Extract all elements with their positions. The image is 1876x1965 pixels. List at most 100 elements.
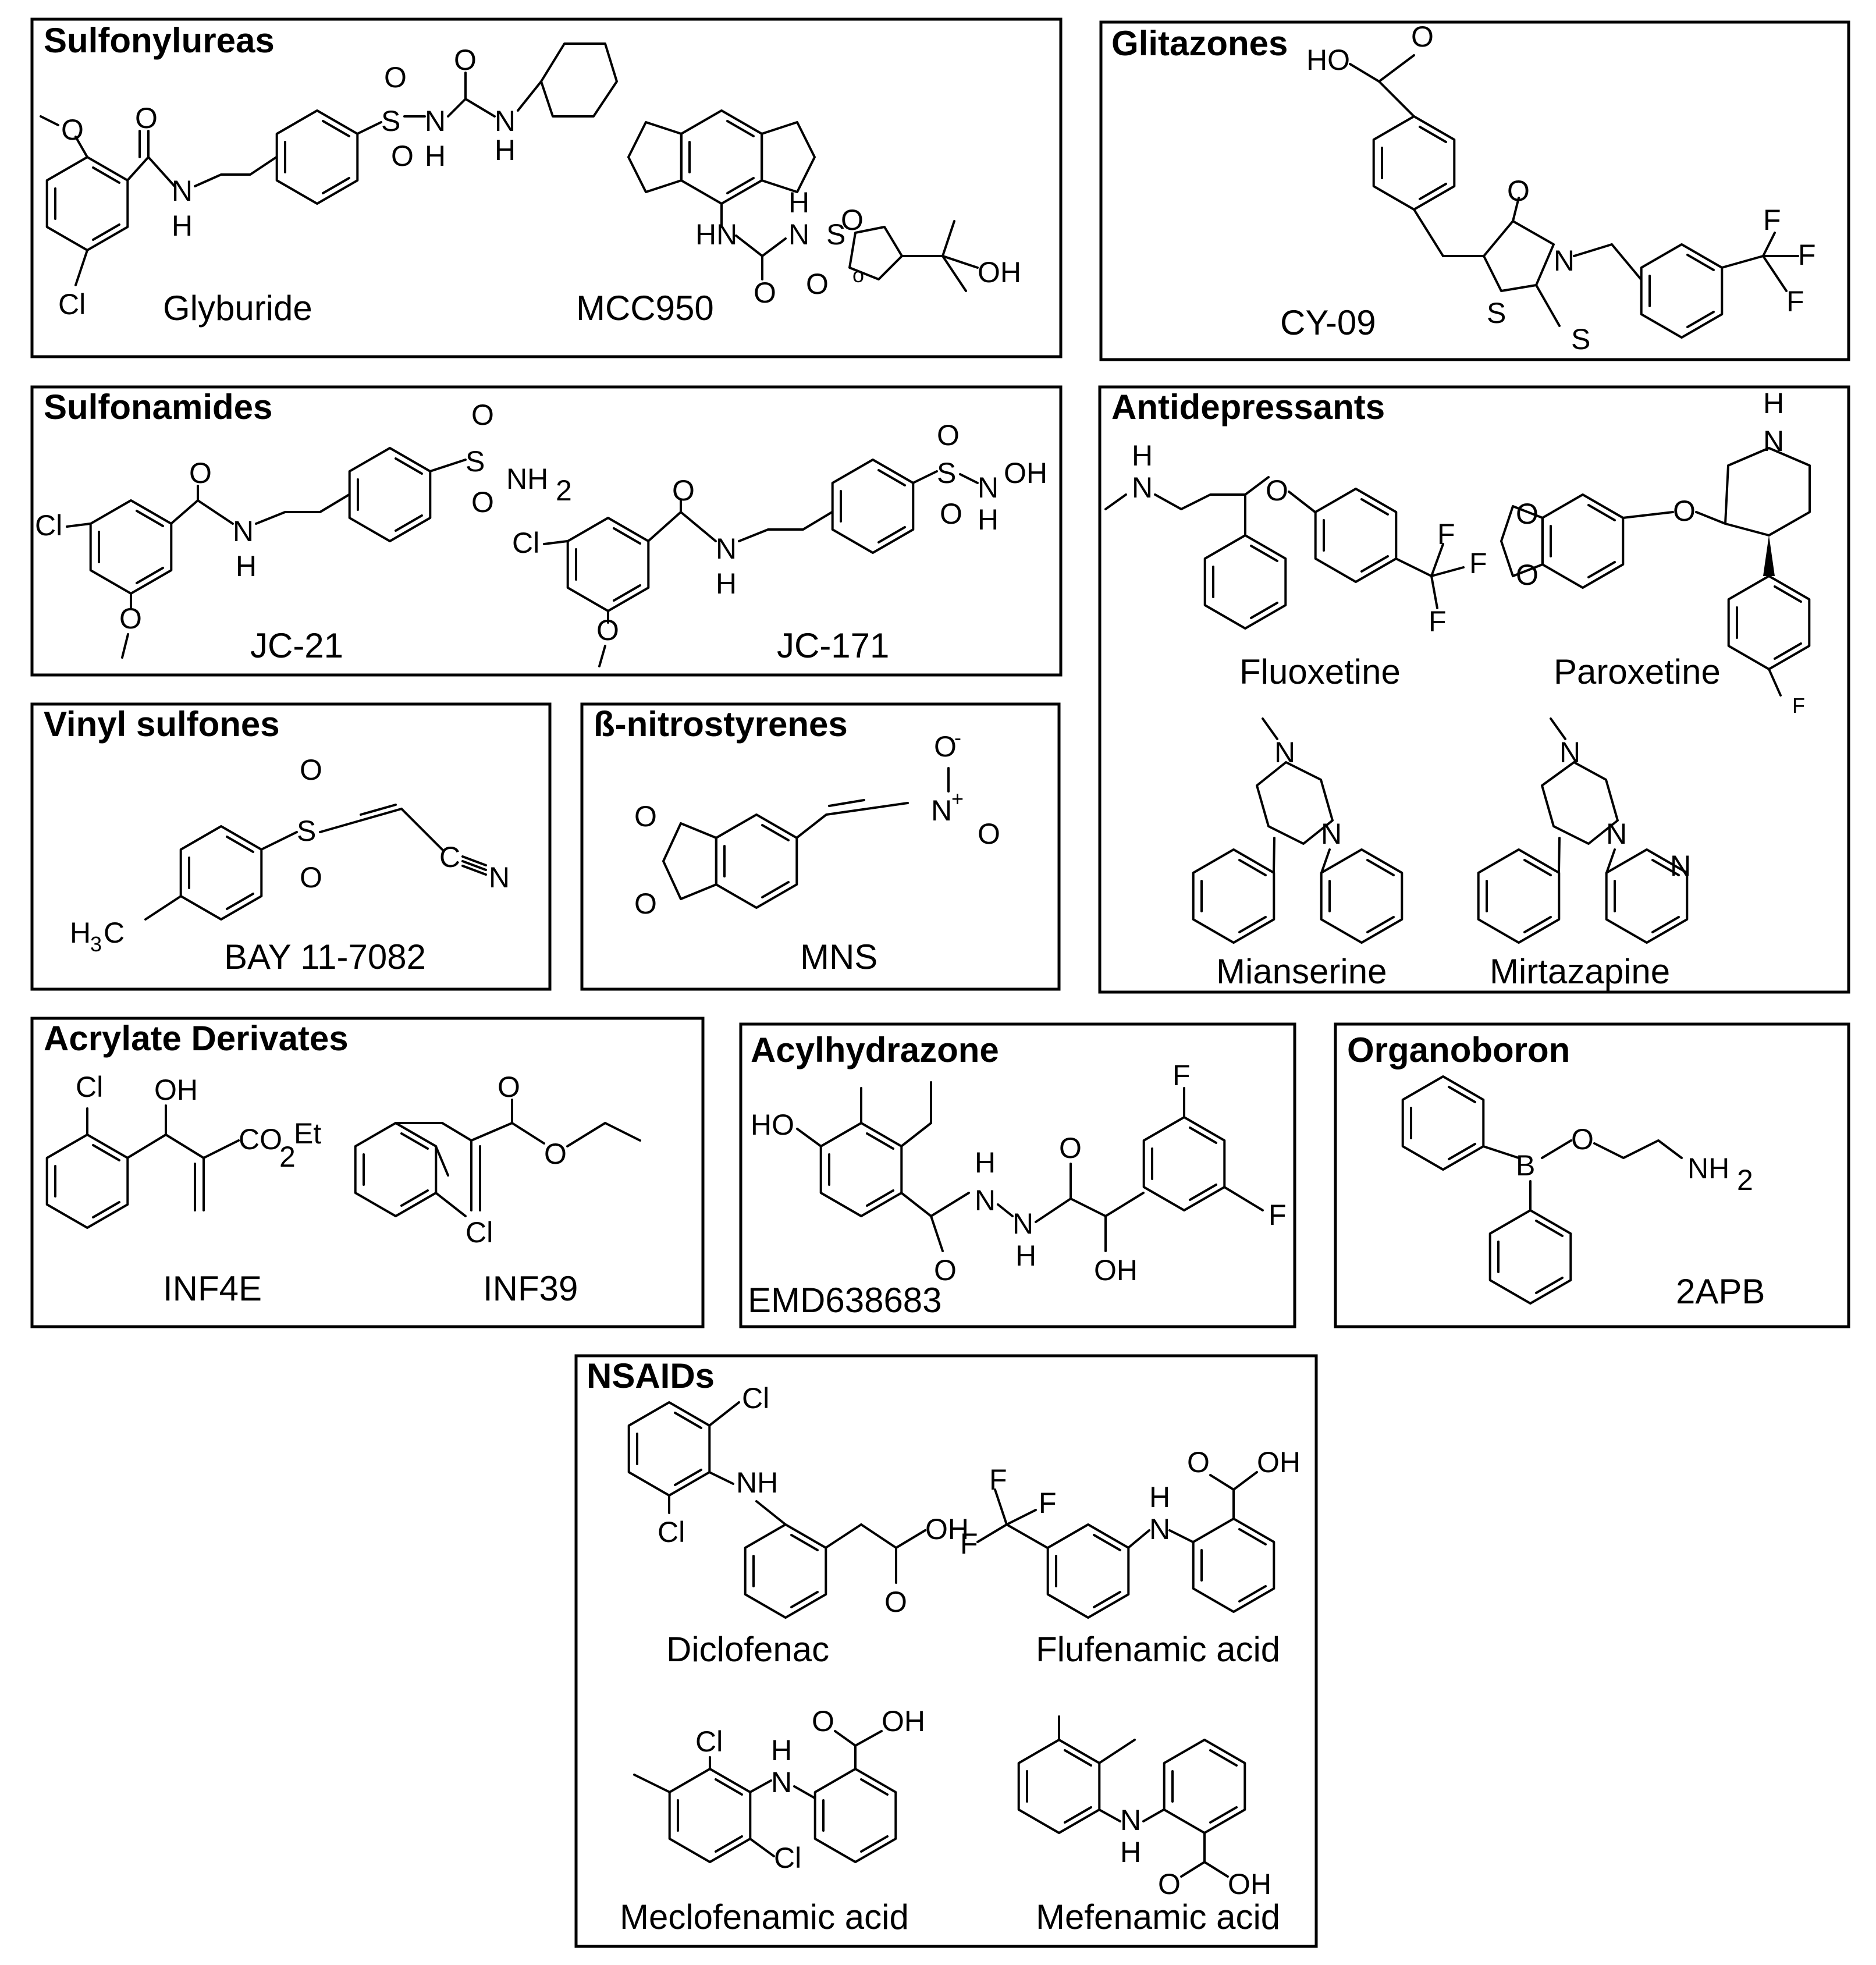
svg-text:F: F — [1172, 1059, 1191, 1092]
compound-name: Mefenamic acid — [1036, 1898, 1280, 1936]
svg-text:O: O — [884, 1586, 907, 1618]
svg-text:N: N — [771, 1766, 792, 1799]
svg-text:O: O — [1266, 474, 1288, 507]
svg-text:F: F — [1786, 285, 1804, 318]
svg-text:OH: OH — [1228, 1868, 1271, 1900]
glyburide-structure: O O N H S O O N H O N H Cl — [40, 42, 618, 321]
svg-text:S: S — [1487, 297, 1506, 329]
compound-name: JC-21 — [250, 626, 343, 665]
svg-text:H: H — [172, 209, 193, 242]
compound-name: Mirtazapine — [1490, 952, 1670, 991]
svg-text:F: F — [1429, 605, 1447, 638]
mns-structure: O O N + O - O — [634, 726, 1000, 920]
svg-text:HN: HN — [695, 218, 737, 251]
svg-text:N: N — [1606, 818, 1627, 850]
svg-text:O: O — [1516, 498, 1539, 530]
svg-text:F: F — [989, 1463, 1007, 1496]
panel-antidepressants: Antidepressants H N O F F F Fluoxetine O… — [1098, 385, 1850, 994]
svg-text:F: F — [1792, 694, 1805, 717]
jc171-structure: Cl O N H S O O N H OH O — [512, 419, 1047, 667]
svg-text:H: H — [771, 1734, 792, 1767]
svg-text:O: O — [1158, 1868, 1181, 1900]
svg-text:O: O — [672, 474, 695, 507]
svg-text:O: O — [300, 861, 322, 894]
svg-text:F: F — [1763, 204, 1781, 236]
svg-text:C: C — [439, 841, 460, 873]
svg-text:O: O — [1571, 1123, 1594, 1156]
panel-title: Glitazones — [1111, 24, 1288, 63]
svg-text:H: H — [495, 134, 516, 166]
svg-text:N: N — [1670, 850, 1691, 882]
compound-name: Mianserine — [1216, 952, 1387, 991]
svg-text:F: F — [960, 1527, 978, 1560]
svg-text:O: O — [471, 399, 494, 431]
svg-text:H: H — [716, 567, 737, 600]
flufenamic-acid-structure: F F F H N O OH — [960, 1446, 1301, 1619]
svg-text:N: N — [931, 794, 952, 827]
svg-text:N: N — [495, 105, 516, 137]
svg-text:OH: OH — [882, 1705, 925, 1737]
svg-text:O: O — [300, 754, 322, 786]
svg-text:N: N — [1321, 818, 1342, 850]
svg-text:2: 2 — [1737, 1164, 1753, 1196]
svg-text:H: H — [236, 550, 257, 582]
svg-text:OH: OH — [925, 1513, 969, 1545]
svg-text:H: H — [425, 140, 446, 172]
svg-text:O: O — [498, 1071, 520, 1103]
svg-text:Cl: Cl — [76, 1071, 103, 1103]
mirtazapine-structure: N N N — [1477, 717, 1691, 944]
emd638683-structure: HO O N H N H O OH F F — [751, 1059, 1287, 1287]
svg-text:N: N — [1120, 1804, 1141, 1836]
svg-text:O: O — [634, 887, 657, 920]
compound-name: INF39 — [483, 1269, 578, 1308]
svg-text:O: O — [471, 486, 494, 518]
svg-text:O: O — [454, 44, 477, 76]
svg-text:H: H — [1120, 1836, 1141, 1868]
svg-text:S: S — [466, 445, 485, 478]
svg-text:O: O — [189, 457, 212, 489]
svg-text:S: S — [297, 815, 316, 847]
panel-title: NSAIDs — [587, 1356, 715, 1395]
panel-glitazones: Glitazones HO O O N S S F F F — [1099, 20, 1850, 361]
2apb-structure: B O NH 2 — [1401, 1075, 1753, 1305]
compound-name: MCC950 — [576, 289, 714, 328]
compound-name: Flufenamic acid — [1036, 1630, 1280, 1669]
panel-acylhydrazone: Acylhydrazone HO O N H N H O OH — [739, 1022, 1296, 1328]
panel-title: Organoboron — [1347, 1031, 1570, 1069]
svg-text:N: N — [172, 175, 193, 207]
svg-text:Cl: Cl — [658, 1516, 685, 1548]
svg-text:S: S — [1571, 323, 1590, 356]
svg-text:NH: NH — [736, 1466, 778, 1499]
svg-text:F: F — [1039, 1487, 1057, 1519]
svg-text:O: O — [937, 419, 960, 452]
fluoxetine-structure: H N O F F F — [1104, 439, 1487, 638]
compound-name: MNS — [800, 937, 877, 976]
svg-text:+: + — [951, 787, 964, 811]
svg-text:O: O — [1059, 1132, 1082, 1164]
svg-text:O: O — [934, 1254, 957, 1287]
compound-name: EMD638683 — [748, 1281, 942, 1320]
svg-text:N: N — [1763, 425, 1784, 457]
svg-text:H: H — [1015, 1239, 1036, 1272]
panel-title: ß-nitrostyrenes — [594, 705, 848, 744]
svg-text:O: O — [754, 276, 776, 309]
svg-text:C: C — [104, 916, 125, 949]
inf39-structure: Cl O O — [354, 1071, 641, 1249]
svg-text:HO: HO — [1306, 44, 1350, 76]
svg-text:2: 2 — [279, 1140, 296, 1173]
svg-text:O: O — [135, 102, 158, 134]
panel-acrylate: Acrylate Derivates Cl OH CO 2 Et INF4E C… — [30, 1017, 705, 1328]
compound-name: BAY 11-7082 — [224, 937, 426, 976]
svg-text:S: S — [381, 105, 400, 137]
compound-name: Paroxetine — [1554, 652, 1721, 691]
panel-title: Acylhydrazone — [751, 1031, 999, 1069]
panel-title: Sulfonamides — [44, 388, 272, 427]
svg-text:O: O — [384, 61, 407, 94]
svg-text:OH: OH — [978, 256, 1021, 289]
svg-text:HO: HO — [751, 1108, 794, 1141]
compound-name: Diclofenac — [666, 1630, 829, 1669]
svg-text:H: H — [1763, 387, 1784, 420]
svg-text:Cl: Cl — [58, 288, 86, 321]
svg-text:N: N — [978, 471, 999, 504]
svg-text:N: N — [1132, 471, 1153, 504]
